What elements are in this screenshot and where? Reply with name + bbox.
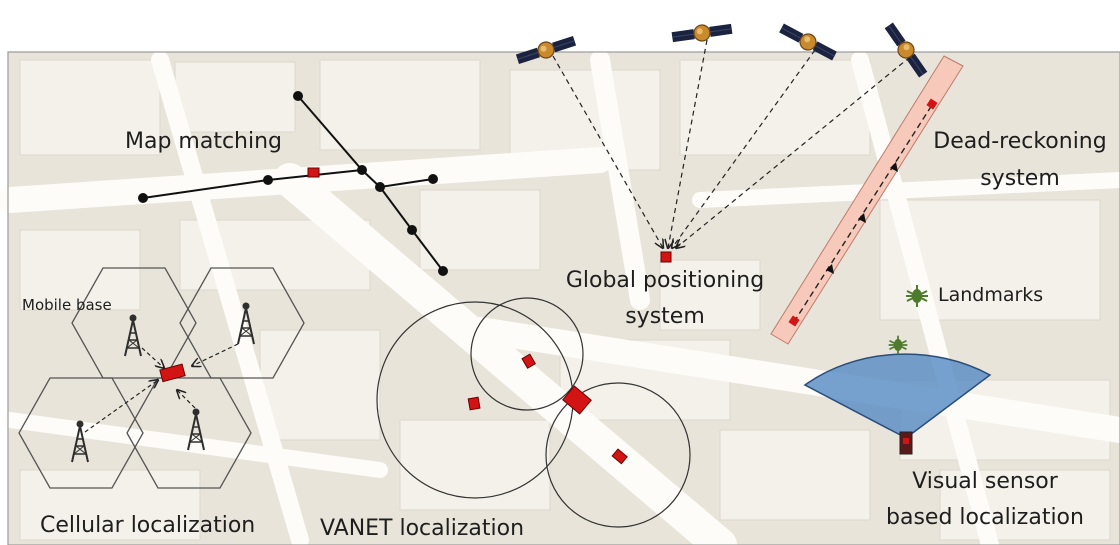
landmarks-label: Landmarks — [938, 284, 1044, 306]
cellular-localization-label: Cellular localization — [40, 513, 256, 538]
map-matching-graph — [138, 91, 448, 276]
vehicle-marker-icon — [467, 396, 481, 411]
vanet-localization-label: VANET localization — [320, 516, 525, 541]
vehicle-marker-icon — [660, 251, 672, 263]
mobile-base-label: Mobile base — [22, 296, 112, 314]
gps-satellites — [514, 20, 931, 263]
vehicle-marker-icon — [788, 315, 800, 327]
camera-field-of-view — [803, 334, 992, 455]
city-map-background — [0, 50, 1120, 545]
satellite-icon — [670, 20, 734, 46]
dead-reckoning-label-line2: system — [980, 166, 1060, 191]
vehicle-marker-icon — [159, 363, 186, 383]
gps-label-line2: system — [625, 304, 705, 329]
dead-reckoning-track — [770, 55, 964, 345]
vehicle-marker-icon — [307, 167, 320, 178]
vehicle-marker-icon — [611, 448, 628, 465]
visual-sensor-label-line1: Visual sensor — [912, 469, 1058, 494]
map-matching-label: Map matching — [125, 129, 283, 154]
vanet-vehicles — [467, 353, 628, 465]
dead-reckoning-label-line1: Dead-reckoning — [933, 129, 1107, 154]
vehicle-marker-icon — [926, 98, 938, 110]
vehicle-marker-icon — [562, 385, 592, 415]
gps-label-line1: Global positioning — [565, 268, 765, 293]
vehicle-marker-icon — [521, 353, 537, 369]
cellular-signals — [84, 343, 239, 433]
visual-sensor-label-line2: based localization — [886, 505, 1084, 530]
